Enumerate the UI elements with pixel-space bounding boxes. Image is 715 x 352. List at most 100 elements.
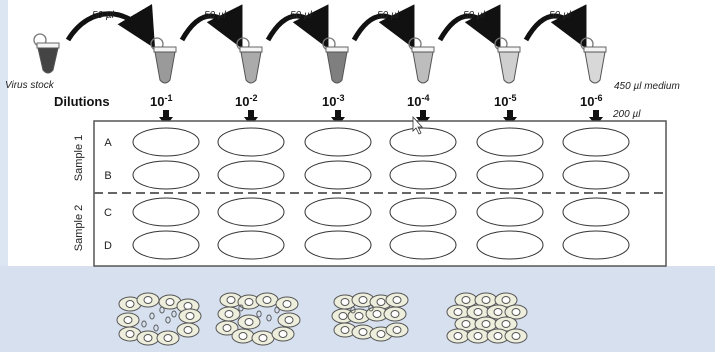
dilution-label: 10-4: [407, 93, 429, 109]
cell-nucleus: [262, 296, 272, 304]
tube-rim: [239, 46, 263, 53]
down-arrow: [416, 110, 430, 126]
down-arrow: [244, 110, 258, 126]
cell-debris: [149, 312, 155, 320]
cell-nucleus: [224, 310, 234, 318]
dilution-label: 10-1: [150, 93, 172, 109]
well: [389, 160, 457, 190]
well: [476, 230, 544, 260]
cell-nucleus: [244, 298, 254, 306]
well: [476, 127, 544, 157]
tube-liquid: [584, 51, 606, 84]
well: [304, 160, 372, 190]
cell-cluster: [215, 292, 301, 346]
cell-nucleus: [511, 308, 521, 316]
transfer-arrow: [65, 3, 156, 49]
cell-nucleus: [453, 308, 463, 316]
cell-nucleus: [481, 296, 491, 304]
transfer-volume-label: 50 µl: [549, 10, 572, 21]
virus-stock-tube: [33, 33, 60, 74]
transfer-arrow: [351, 4, 415, 49]
well: [132, 160, 200, 190]
tube-liquid: [37, 47, 59, 74]
cell-nucleus: [284, 316, 294, 324]
cell-cluster: [331, 292, 409, 342]
cell-nucleus: [390, 310, 400, 318]
well: [389, 127, 457, 157]
cell-nucleus: [493, 332, 503, 340]
well: [562, 230, 630, 260]
cell-debris: [238, 304, 244, 312]
transfer-arrow: [179, 4, 243, 49]
well: [389, 197, 457, 227]
tubes: [33, 33, 607, 84]
transfer-volume-label: 50 µl: [92, 10, 115, 21]
well: [217, 230, 285, 260]
down-arrows: [159, 110, 603, 126]
cell-debris: [256, 310, 262, 318]
tube-rim: [325, 46, 349, 53]
transfer-arrows: [65, 3, 587, 49]
cell-nucleus: [358, 296, 368, 304]
tube-rim: [411, 46, 435, 53]
cell-nucleus: [338, 312, 348, 320]
cell-nucleus: [222, 324, 232, 332]
cell-nucleus: [392, 296, 402, 304]
cell-cluster: [446, 292, 528, 344]
cell-nucleus: [473, 332, 483, 340]
well: [132, 127, 200, 157]
down-arrow: [503, 110, 517, 126]
row-label: B: [104, 170, 111, 182]
wells: [132, 127, 630, 260]
well: [217, 127, 285, 157]
cell-nucleus: [376, 298, 386, 306]
cell-nucleus: [376, 330, 386, 338]
cell-debris: [350, 306, 356, 314]
dilution-label: 10-6: [580, 93, 602, 109]
cell-nucleus: [511, 332, 521, 340]
cell-nucleus: [226, 296, 236, 304]
dilution-tube: [494, 37, 521, 84]
cell-nucleus: [340, 326, 350, 334]
tube-rim: [583, 46, 607, 53]
cell-nucleus: [461, 320, 471, 328]
cell-illustrations: [116, 292, 528, 346]
well: [476, 160, 544, 190]
tube-rim: [36, 42, 60, 49]
row-label: A: [104, 137, 112, 149]
row-label: C: [104, 207, 112, 219]
cell-nucleus: [278, 330, 288, 338]
sample-label: Sample 2: [73, 205, 85, 251]
cell-nucleus: [481, 320, 491, 328]
dilution-tube: [150, 37, 177, 84]
cell-debris: [274, 306, 280, 314]
transfer-arrow: [265, 4, 329, 49]
cell-nucleus: [461, 296, 471, 304]
cell-nucleus: [125, 330, 135, 338]
down-arrow: [589, 110, 603, 126]
well: [304, 127, 372, 157]
cell-nucleus: [183, 302, 193, 310]
cell-debris: [368, 304, 374, 312]
cell-nucleus: [282, 300, 292, 308]
well: [217, 197, 285, 227]
well: [562, 127, 630, 157]
cell-nucleus: [340, 298, 350, 306]
cell-nucleus: [123, 316, 133, 324]
virus-stock-label: Virus stock: [5, 80, 55, 91]
cell-nucleus: [183, 326, 193, 334]
tube-liquid: [412, 51, 434, 84]
well: [304, 197, 372, 227]
tube-liquid: [498, 51, 520, 84]
cell-nucleus: [501, 320, 511, 328]
well: [132, 197, 200, 227]
mouse-cursor-icon: [412, 115, 423, 135]
tube-rim: [153, 46, 177, 53]
cell-nucleus: [453, 332, 463, 340]
transfer-arrow: [437, 4, 501, 49]
dilution-label: 10-5: [494, 93, 516, 109]
cell-nucleus: [358, 328, 368, 336]
